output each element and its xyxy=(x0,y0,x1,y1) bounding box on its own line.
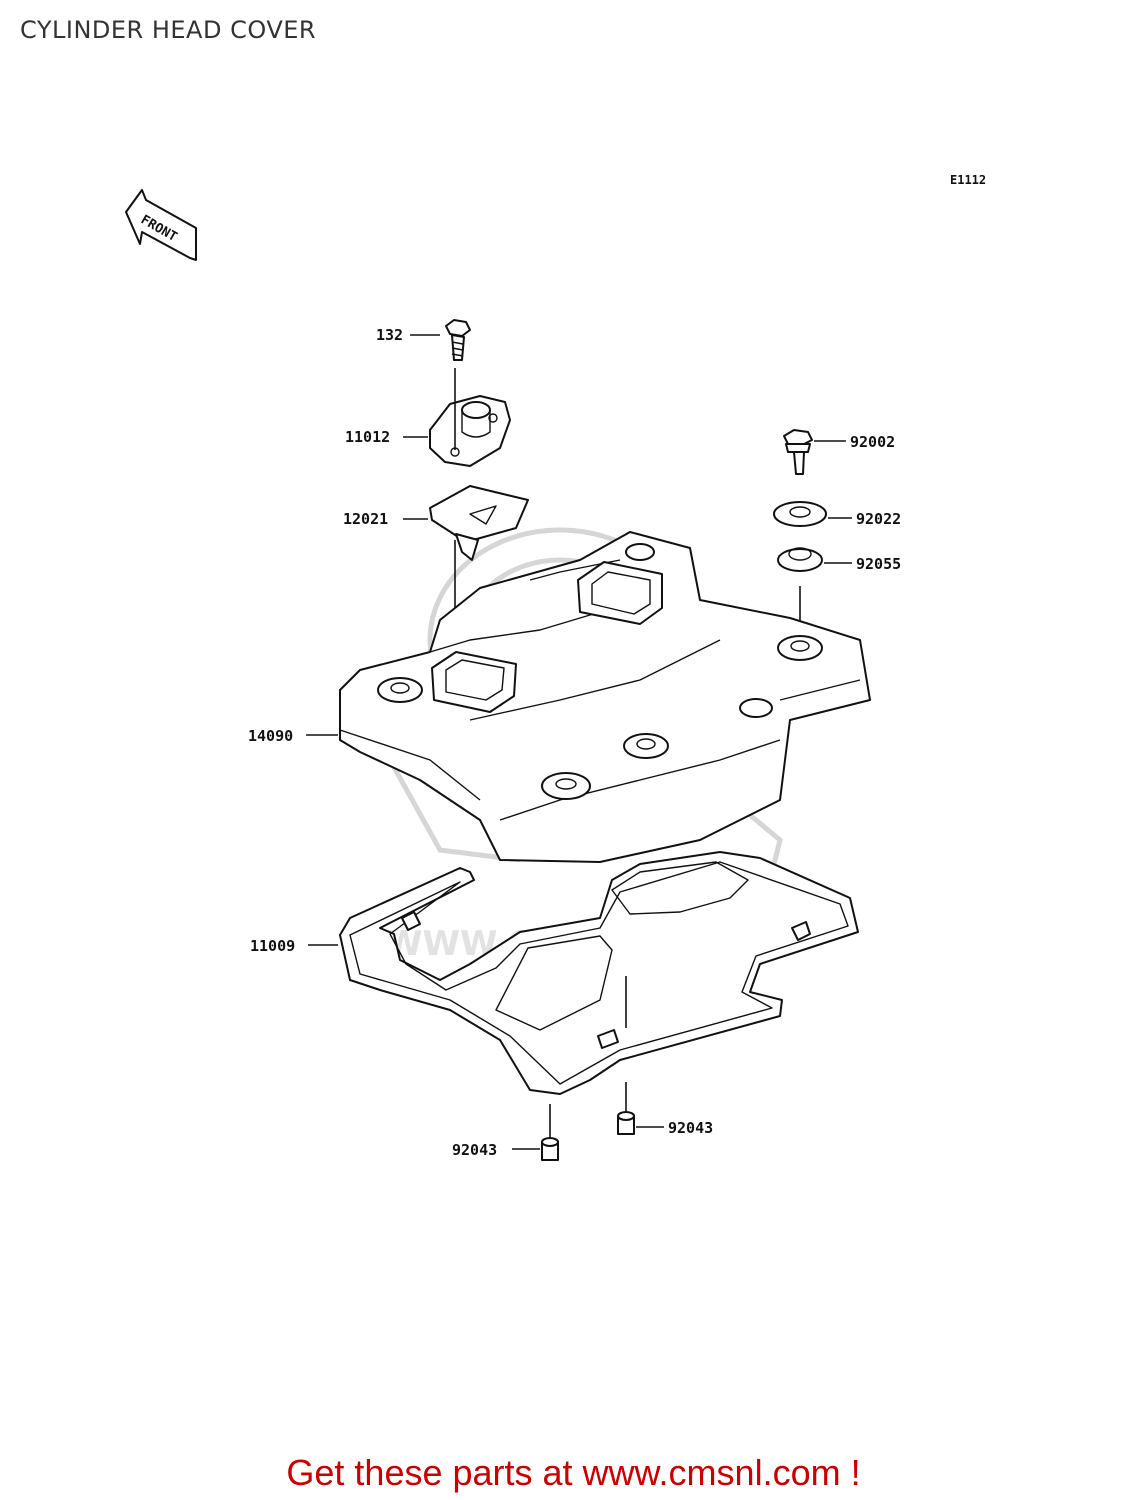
part-label-92022: 92022 xyxy=(856,510,901,528)
part-label-92043-right: 92043 xyxy=(668,1119,713,1137)
part-11012-breather-cover-icon xyxy=(429,395,511,467)
part-92043-dowel-icon xyxy=(541,1137,559,1161)
part-label-14090: 14090 xyxy=(248,727,293,745)
part-label-11012: 11012 xyxy=(345,428,390,446)
footer-promo-link[interactable]: Get these parts at www.cmsnl.com ! xyxy=(286,1452,861,1493)
part-132-bolt-icon xyxy=(445,319,471,361)
part-label-12021: 12021 xyxy=(343,510,388,528)
part-label-92043-left: 92043 xyxy=(452,1141,497,1159)
page-title: CYLINDER HEAD COVER xyxy=(20,16,317,44)
part-92022-washer-icon xyxy=(773,501,827,527)
part-11009-gasket-icon xyxy=(339,851,859,1095)
front-arrow-icon: FRONT xyxy=(125,189,197,261)
part-label-92055: 92055 xyxy=(856,555,901,573)
part-12021-plate-icon xyxy=(429,485,529,561)
part-92043-dowel-icon xyxy=(617,1111,635,1135)
parts-diagram: WWW.CMSNL.COM E1112 FRONT 132 11012 1202… xyxy=(125,173,986,1161)
part-92055-grommet-icon xyxy=(777,547,823,572)
part-label-132: 132 xyxy=(376,326,403,344)
part-92002-bolt-icon xyxy=(783,429,813,475)
diagram-code: E1112 xyxy=(950,173,986,187)
part-label-92002: 92002 xyxy=(850,433,895,451)
part-14090-cylinder-head-cover-icon xyxy=(339,531,871,863)
part-label-11009: 11009 xyxy=(250,937,295,955)
